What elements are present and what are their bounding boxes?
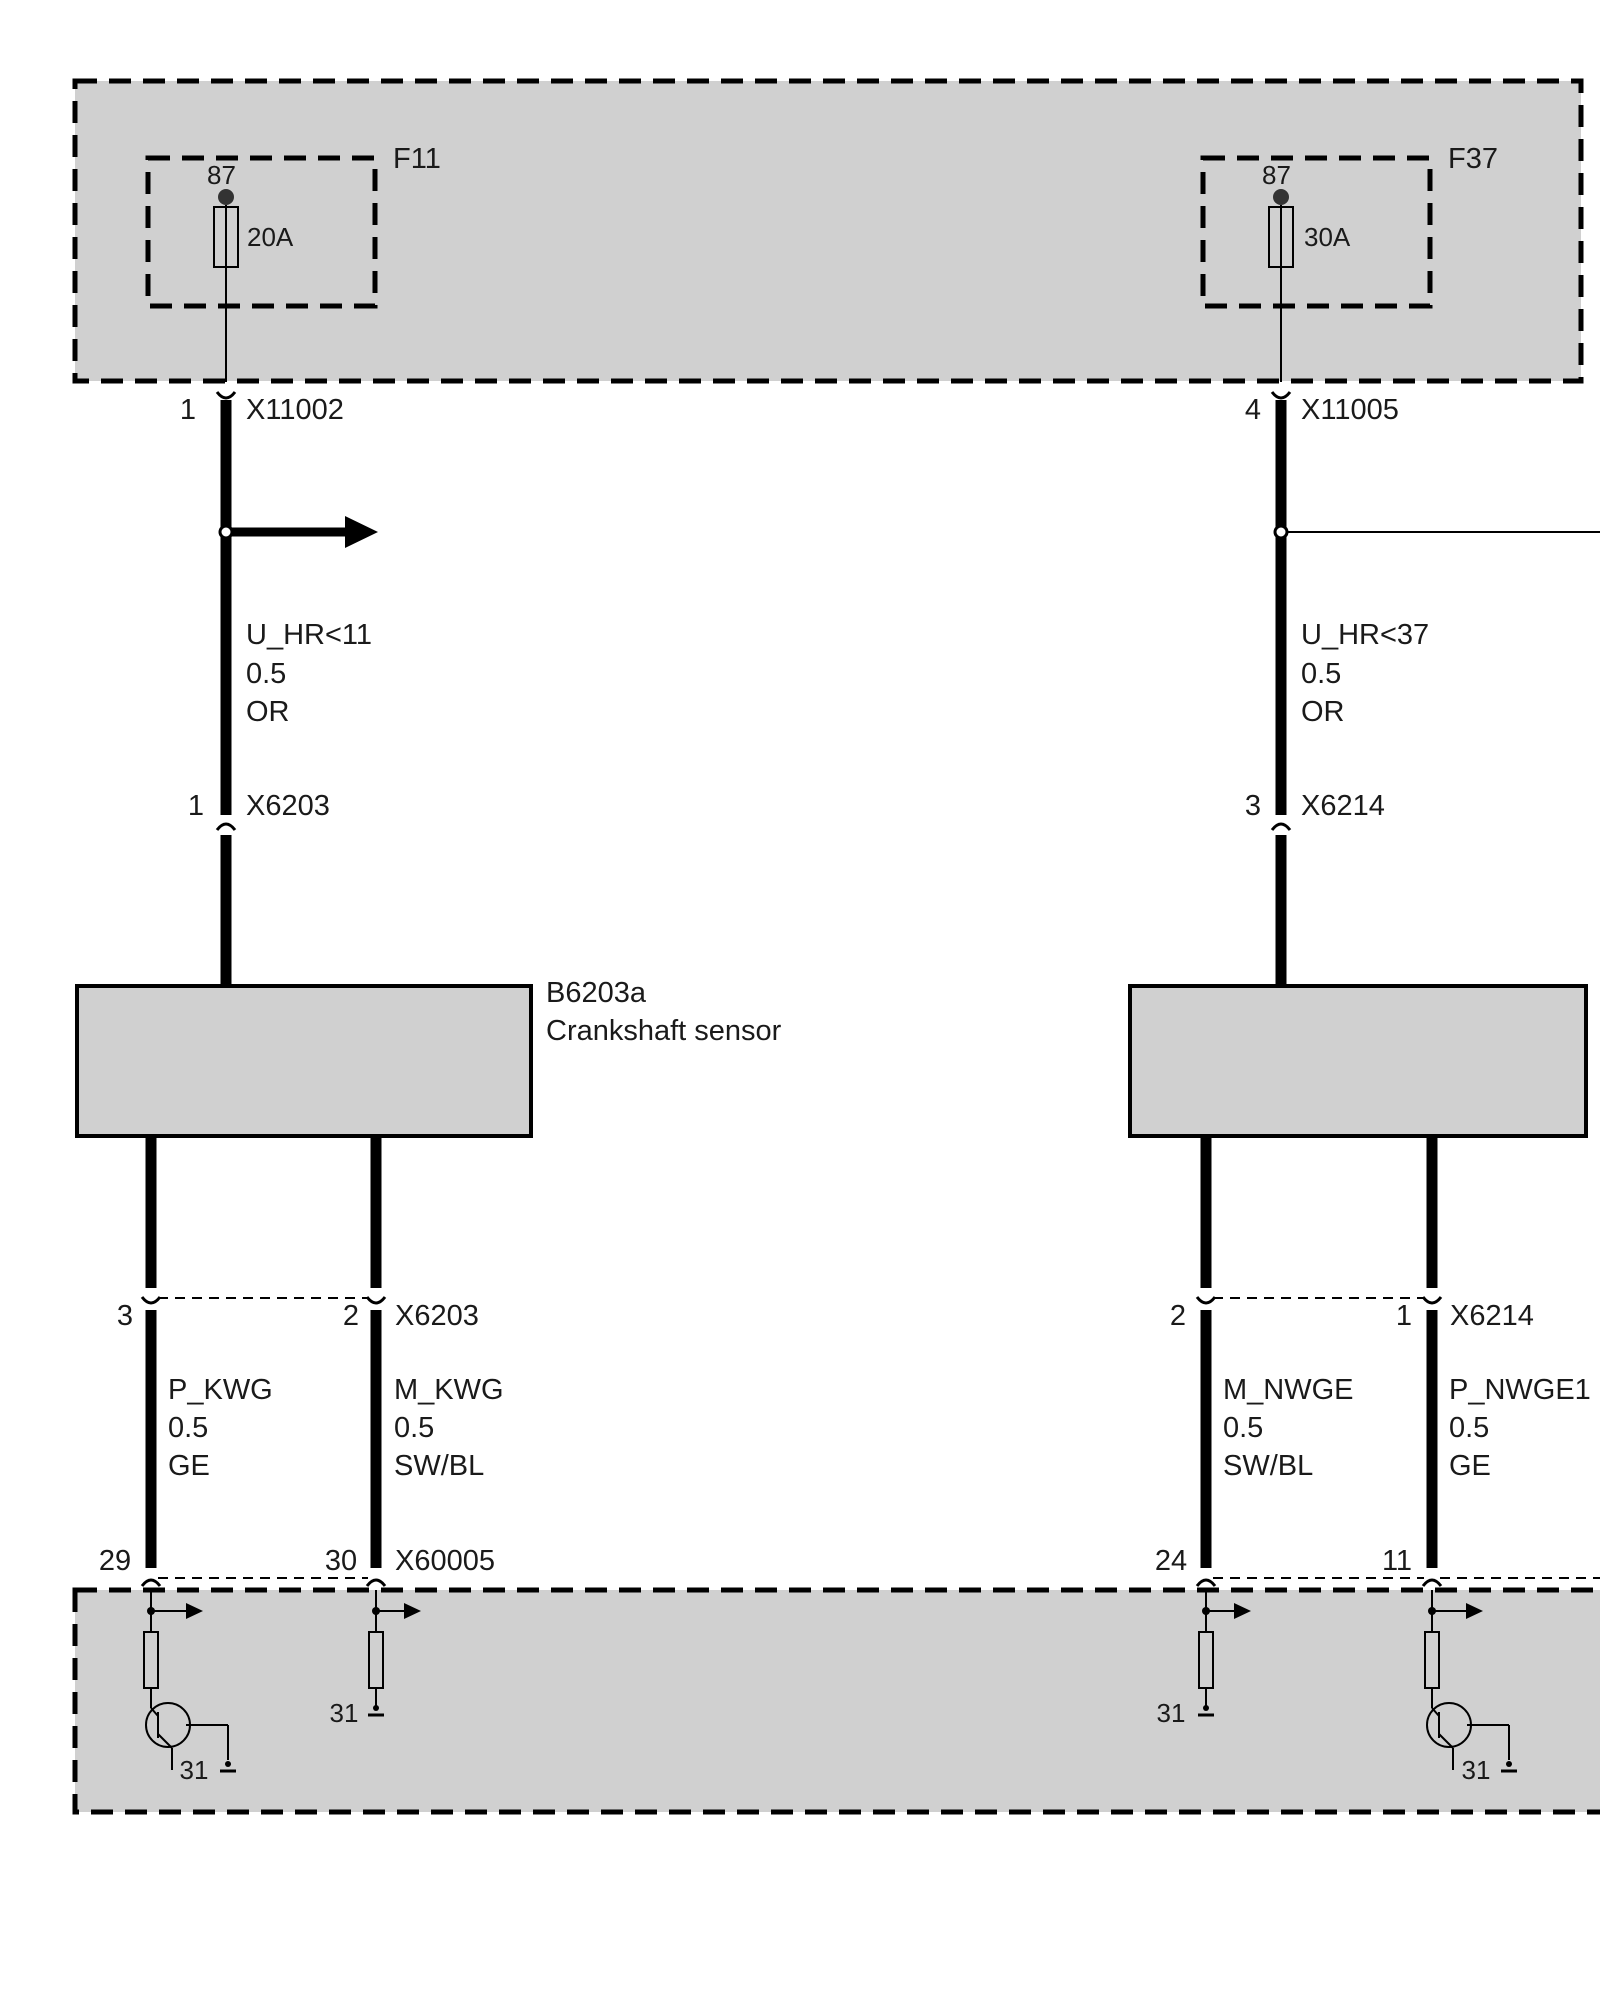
wire-signal: U_HR<37 (1301, 619, 1429, 651)
fuse-f11-rating: 20A (247, 222, 294, 252)
connector-name: X6203 (246, 790, 330, 822)
fuse-f37-terminal: 87 (1262, 160, 1291, 190)
wire-supply-left (215, 391, 237, 985)
wire-color: OR (246, 696, 290, 728)
terminal-dot-icon (1273, 189, 1289, 205)
ground-label: 31 (1462, 1755, 1491, 1785)
terminal-dot-icon (218, 189, 234, 205)
connector-pin: 4 (1245, 394, 1261, 426)
arrow-right-icon (404, 1603, 421, 1619)
input-circuit-p-kwg (143, 1590, 236, 1773)
connector-pin: 3 (1245, 790, 1261, 822)
splice-icon (1273, 524, 1289, 540)
component-name: Crankshaft sensor (546, 1015, 782, 1047)
connector-pin: 24 (1155, 1545, 1187, 1577)
connector-name: X11002 (246, 394, 344, 426)
wire-size: 0.5 (246, 658, 286, 690)
arrow-right-icon (186, 1603, 203, 1619)
crankshaft-sensor-box (75, 984, 533, 1138)
fuse-module (72, 78, 1584, 384)
wire-size: 0.5 (168, 1412, 208, 1444)
wire-size: 0.5 (1301, 658, 1341, 690)
fuse-icon (1268, 205, 1294, 382)
wire-p-nwge1 (1421, 1136, 1443, 1568)
connector-pin: 2 (343, 1300, 359, 1332)
ecu-pin-icon (1195, 1578, 1217, 1587)
arrow-head (345, 516, 378, 548)
transistor-icon (1426, 1702, 1510, 1770)
ground-label: 31 (180, 1755, 209, 1785)
connector-name: X6214 (1301, 790, 1385, 822)
ecu-pin-icon (140, 1578, 162, 1587)
component-id: B6203a (546, 977, 647, 1009)
wire-color: GE (1449, 1450, 1491, 1482)
connector-name: X60005 (395, 1545, 495, 1577)
ground-label: 31 (330, 1698, 359, 1728)
connector-pin: 29 (99, 1545, 131, 1577)
wire-m-nwge (1195, 1136, 1217, 1568)
fuse-f37: F37 87 30A (1200, 143, 1498, 382)
arrow-right-icon (1466, 1603, 1483, 1619)
input-circuit-p-nwge1 (1424, 1590, 1517, 1773)
ground-label: 31 (1157, 1698, 1186, 1728)
input-circuit-m-kwg (368, 1590, 421, 1717)
connector-pin: 3 (117, 1300, 133, 1332)
connector-pin: 2 (1170, 1300, 1186, 1332)
connector-pin: 1 (180, 394, 196, 426)
ecu-pin-icon (365, 1578, 387, 1587)
fuse-f11: F11 87 20A (145, 143, 441, 382)
connector-name: X11005 (1301, 394, 1399, 426)
connector-pin: 11 (1382, 1545, 1412, 1577)
connector-pin: 30 (325, 1545, 357, 1577)
connector-pin: 1 (188, 790, 204, 822)
wire-m-kwg (365, 1136, 387, 1568)
wire-signal: M_KWG (394, 1374, 504, 1406)
ecu-module (72, 1587, 1600, 1815)
wire-size: 0.5 (394, 1412, 434, 1444)
connector-name: X6214 (1450, 1300, 1534, 1332)
wire-signal: P_NWGE1 (1449, 1374, 1591, 1406)
wire-signal: M_NWGE (1223, 1374, 1354, 1406)
transistor-icon (145, 1702, 229, 1770)
wire-color: SW/BL (1223, 1450, 1313, 1482)
camshaft-sensor-box (1128, 984, 1588, 1138)
wire-color: OR (1301, 696, 1345, 728)
input-circuit-m-nwge (1198, 1590, 1251, 1717)
wire-supply-right (1270, 391, 1600, 985)
wire-signal: P_KWG (168, 1374, 273, 1406)
wire-signal: U_HR<11 (246, 619, 372, 651)
splice-icon (218, 524, 234, 540)
wire-p-kwg (140, 1136, 162, 1568)
fuse-f11-terminal: 87 (207, 160, 236, 190)
wire-size: 0.5 (1449, 1412, 1489, 1444)
fuse-f11-name: F11 (393, 143, 441, 175)
wire-color: SW/BL (394, 1450, 484, 1482)
fuse-f37-rating: 30A (1304, 222, 1351, 252)
arrow-right-icon (1234, 1603, 1251, 1619)
ecu-pin-icon (1421, 1578, 1443, 1587)
fuse-f37-name: F37 (1448, 143, 1498, 175)
connector-pin: 1 (1396, 1300, 1412, 1332)
wire-color: GE (168, 1450, 210, 1482)
wire-size: 0.5 (1223, 1412, 1263, 1444)
connector-name: X6203 (395, 1300, 479, 1332)
fuse-icon (213, 205, 239, 382)
